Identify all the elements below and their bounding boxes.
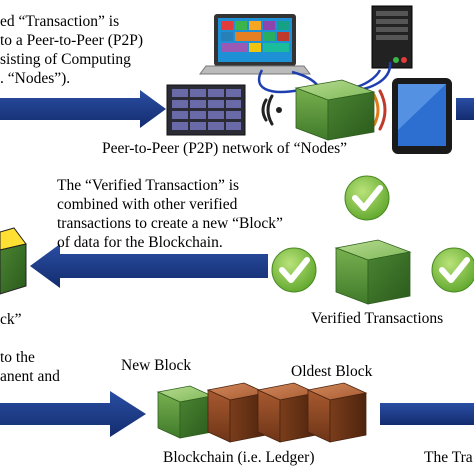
step1-line: . “Nodes”).: [0, 70, 71, 87]
step3-description: to the anent and: [0, 348, 60, 386]
network-label: Peer-to-Peer (P2P) network of “Nodes”: [102, 140, 348, 157]
new-block-label: New Block: [121, 357, 192, 374]
server-rack-icon: [166, 84, 246, 136]
flow-arrow-left: [30, 244, 268, 288]
verified-transactions-label: Verified Transactions: [311, 310, 444, 327]
step1-line: to a Peer-to-Peer (P2P): [0, 32, 144, 49]
step1-line: ed “Transaction” is: [0, 13, 120, 30]
wireless-signal-left-icon: [261, 94, 282, 126]
step2-line: of data for the Blockchain.: [57, 234, 223, 251]
step2-line: The “Verified Transaction” is: [57, 177, 240, 194]
step3-line: anent and: [0, 368, 60, 385]
check-mark-left-icon: [271, 247, 317, 293]
flow-arrow-right-3: [0, 391, 146, 437]
tablet-icon: [392, 78, 452, 154]
step1-line: sisting of Computing: [0, 51, 131, 68]
step2-description: The “Verified Transaction” is combined w…: [57, 176, 283, 252]
tower-server-icon: [371, 5, 413, 69]
block-label-fragment: ck”: [0, 311, 22, 328]
step2-line: transactions to create a new “Block”: [57, 215, 283, 232]
verified-transaction-cube: [334, 239, 412, 305]
flow-arrow-right-1: [0, 90, 166, 128]
flow-arrow-right-4: [380, 403, 474, 425]
blockchain-new-block-cube: [156, 385, 214, 439]
laptop-icon: [199, 14, 311, 75]
step3-line: to the: [0, 349, 35, 366]
node-cube: [294, 79, 376, 141]
step2-line: combined with other verified: [57, 196, 238, 213]
blockchain-block-cube: [206, 382, 268, 443]
step1-description: ed “Transaction” is to a Peer-to-Peer (P…: [0, 12, 143, 88]
right-text-fragment: The Tra: [424, 449, 473, 466]
check-mark-top-icon: [344, 175, 390, 221]
check-mark-right-icon: [431, 247, 474, 293]
oldest-block-label: Oldest Block: [291, 363, 373, 380]
new-block-cube-partial: [0, 227, 27, 295]
blockchain-ledger-label: Blockchain (i.e. Ledger): [163, 449, 315, 466]
blockchain-oldest-block-cube: [306, 382, 368, 443]
flow-arrow-right-2: [456, 98, 474, 120]
blockchain-block-cube: [256, 382, 318, 443]
